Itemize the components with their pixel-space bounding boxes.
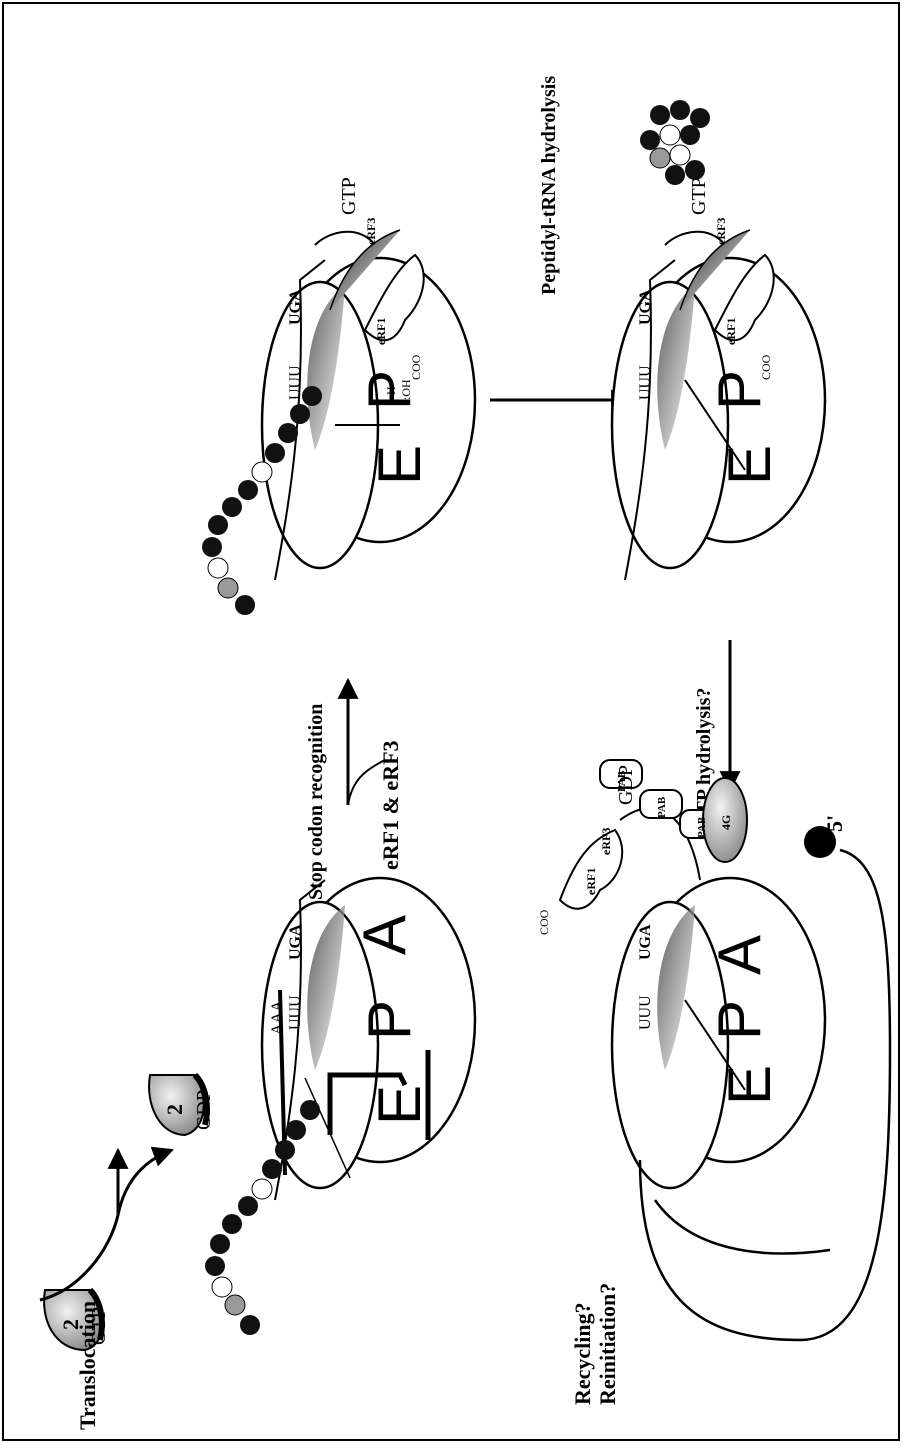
pab-label-2: PAB [656,796,668,818]
reinitiation-label: Reinitiation? [595,1283,620,1405]
coo-label-4: COO [537,909,551,935]
eif4g-label: 4G [719,815,733,830]
pab-label-1: PAB [616,770,628,792]
peptidyl-hydrolysis-label: Peptidyl-tRNA hydrolysis [538,76,560,295]
stop-codon-label-2: UGA [287,289,304,325]
site-a-label-4: A [706,935,773,975]
gtp-label-3: GTP [688,177,710,215]
translocation-arrow [40,1150,172,1300]
h-label: H [384,386,398,395]
site-p-label-4: P [706,1000,773,1040]
oh-label: :OH [399,379,413,400]
release-factors-label: eRF1 & eRF3 [378,740,403,870]
site-e-label-2: E [366,445,433,485]
ef2-gdp-number: 2 [162,1104,187,1115]
erf3-label-3: eRF3 [714,218,728,245]
recycling-label: Recycling? [570,1302,595,1405]
site-e-label: E [366,1085,433,1125]
coo-label-2: COO [409,354,423,380]
site-e-label-4: E [716,1065,783,1105]
erf1-label-4: eRF1 [584,868,598,895]
erf3-label: eRF3 [364,218,378,245]
released-peptide [640,100,710,185]
codon-label-2: UUU [287,365,304,400]
coo-label-3: COO [759,354,773,380]
stop-codon-recognition-label: Stop codon recognition [305,704,327,900]
erf1-label-3: eRF1 [724,318,738,345]
site-p-label: P [356,1000,423,1040]
codon-label-3: UUU [637,365,654,400]
anticodon-label: AAA [269,1000,286,1035]
cap-label: 5' [822,815,847,832]
codon-label-4: UUU [637,995,654,1030]
gdp-label-1: GDP [193,1090,215,1130]
erf1-label: eRF1 [374,318,388,345]
site-e-label-3: E [716,445,783,485]
peptide-chain-1 [205,1100,320,1335]
figure-frame [3,3,899,1440]
codon-label: UUU [287,995,304,1030]
stop-codon-label-4: UGA [637,924,654,960]
stop-codon-label: UGA [287,924,304,960]
gtp-label-2: GTP [338,177,360,215]
stop-codon-label-3: UGA [637,289,654,325]
translocation-label: Translocation [75,1301,100,1430]
pab-label-3: PAB [696,816,708,838]
site-a-label: A [351,915,418,955]
erf3-label-4: eRF3 [599,828,613,855]
